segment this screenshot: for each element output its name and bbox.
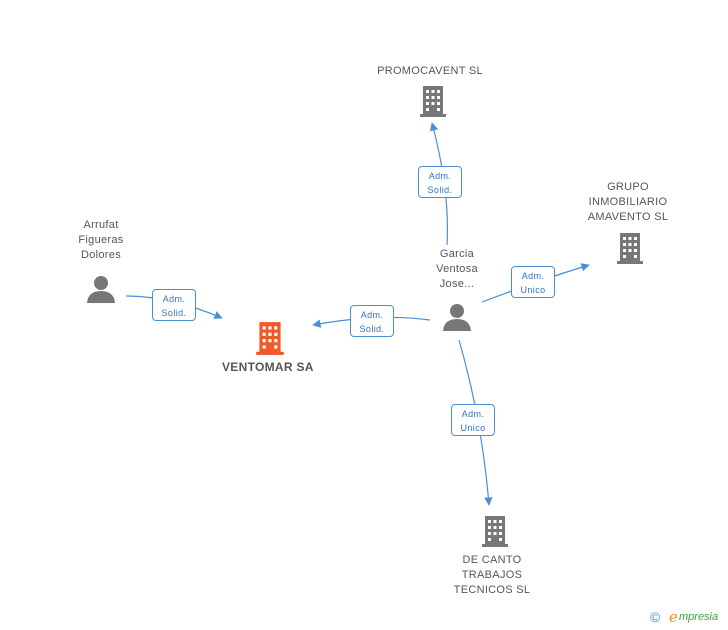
building-icon[interactable] [418, 84, 448, 118]
badge-line: Adm. [521, 271, 545, 281]
node-label-line: Dolores [80, 249, 121, 261]
node-label-decanto[interactable]: DE CANTO TRABAJOS TECNICOS SL [436, 553, 548, 598]
node-label-line: GRUPO [607, 181, 649, 193]
node-label-line: Figueras [78, 234, 124, 246]
node-label-line: AMAVENTO SL [587, 211, 669, 223]
node-label-line: Ventosa [436, 263, 478, 275]
building-icon[interactable] [254, 320, 286, 356]
center-company-label[interactable]: VENTOMAR SA [222, 360, 314, 374]
node-label-line: Garcia [439, 248, 475, 260]
brand-logo-text: mpresia [679, 611, 719, 623]
badge-line: Unico [520, 285, 546, 295]
edge-badge-arrufat-ventomar[interactable]: Adm. Solid. [152, 289, 196, 321]
edge-badge-garcia-ventomar[interactable]: Adm. Solid. [350, 305, 394, 337]
building-icon[interactable] [480, 514, 510, 548]
node-label-line: INMOBILIARIO [588, 196, 668, 208]
node-label-line: Jose... [439, 278, 475, 290]
person-icon[interactable] [442, 302, 472, 332]
edge-badge-garcia-decanto[interactable]: Adm. Unico [451, 404, 495, 436]
badge-line: Adm. [162, 294, 186, 304]
node-label-line: TECNICOS SL [453, 584, 531, 596]
badge-line: Adm. [360, 310, 384, 320]
node-label-promocavent[interactable]: PROMOCAVENT SL [360, 64, 500, 79]
node-label-line: PROMOCAVENT SL [377, 65, 483, 77]
badge-line: Adm. [428, 171, 452, 181]
node-label-grupo[interactable]: GRUPO INMOBILIARIO AMAVENTO SL [570, 180, 686, 225]
badge-line: Adm. [461, 409, 485, 419]
badge-line: Solid. [161, 308, 187, 318]
brand-logo-e: e [669, 608, 678, 626]
badge-line: Solid. [359, 324, 385, 334]
node-label-line: Arrufat [83, 219, 119, 231]
person-icon[interactable] [86, 274, 116, 304]
badge-line: Unico [460, 423, 486, 433]
edge-badge-garcia-promocavent[interactable]: Adm. Solid. [418, 166, 462, 198]
badge-line: Solid. [427, 185, 453, 195]
building-icon[interactable] [615, 231, 645, 265]
node-label-line: TRABAJOS [461, 569, 523, 581]
node-label-garcia[interactable]: Garcia Ventosa Jose... [412, 247, 502, 292]
node-label-arrufat[interactable]: Arrufat Figueras Dolores [56, 218, 146, 263]
edge-badge-garcia-grupo[interactable]: Adm. Unico [511, 266, 555, 298]
copyright-symbol: © [650, 609, 661, 625]
node-label-line: DE CANTO [462, 554, 522, 566]
